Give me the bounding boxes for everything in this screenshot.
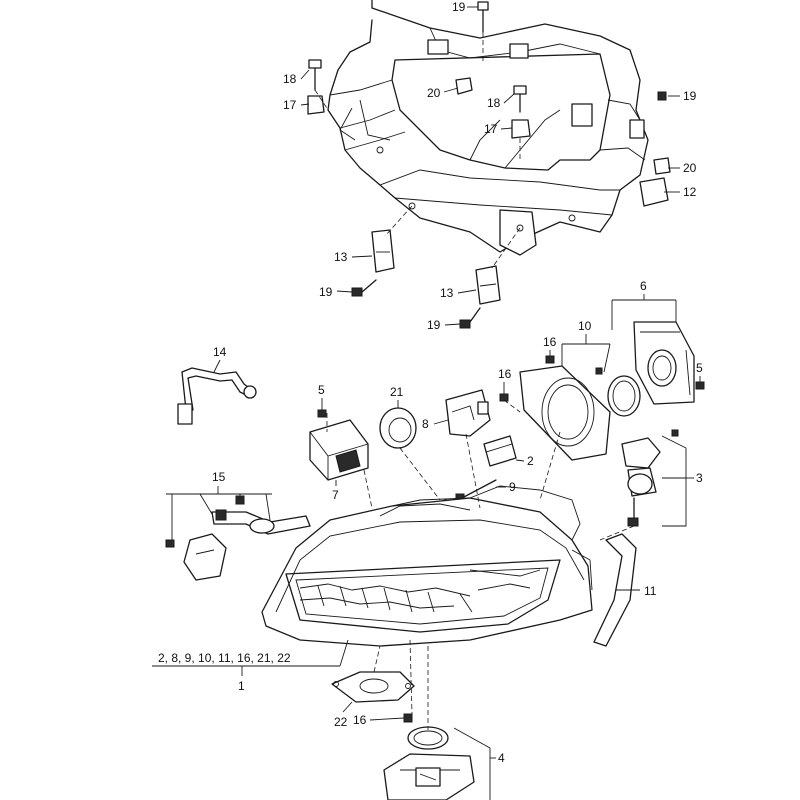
screw-16-a [499,393,509,402]
gasket-22 [331,671,415,703]
adjuster-3 [621,429,679,527]
callout-4: 4 [498,751,505,765]
callout-19-a: 19 [319,285,333,299]
callout-3: 3 [696,471,703,485]
callout-14: 14 [213,345,227,359]
callout-22: 22 [334,715,348,729]
speed-nut-20-mid [455,77,473,95]
screw-5-left [317,409,327,418]
bracket-13-a [371,229,395,273]
callout-19-right: 19 [683,89,697,103]
callout-17-left: 17 [283,98,297,112]
mounting-bracket-15 [165,495,311,581]
wiring-harness-14 [177,367,257,425]
screw-16-b [545,355,555,364]
module-2 [483,435,517,467]
screw-18-mid [513,85,527,113]
callout-group-1: 2, 8, 9, 10, 11, 16, 21, 22 [158,651,291,665]
callout-1: 1 [238,679,245,693]
bracket-13-b [475,265,501,305]
projector-frame-10 [519,365,611,461]
screw-19-b [459,307,481,329]
callout-8: 8 [422,417,429,431]
callout-5-right: 5 [696,361,703,375]
ignition-module-4 [383,726,475,800]
clip-12 [639,177,669,207]
screw-16-c [403,713,413,723]
grommet-17-mid [511,119,531,139]
callout-19-b: 19 [427,318,441,332]
callout-10: 10 [578,319,592,333]
leader-lines [152,6,701,800]
callout-17-mid: 17 [484,122,498,136]
callout-12: 12 [683,185,697,199]
callout-20-right: 20 [683,161,697,175]
callout-5-left: 5 [318,383,325,397]
callout-16-b: 16 [498,367,512,381]
speed-nut-20-right [653,157,671,175]
callout-6: 6 [640,279,647,293]
callout-13-b: 13 [440,286,454,300]
screw-5-right [695,381,705,390]
callout-11: 11 [644,584,657,598]
callout-20-mid: 20 [427,86,441,100]
headlamp-housing [261,485,593,647]
adapter-8 [445,389,491,437]
callout-19-top: 19 [452,0,466,14]
screw-19-right [657,91,667,101]
callout-21: 21 [390,385,404,399]
callout-18-left: 18 [283,72,297,86]
cap-21 [379,407,417,449]
led-module-6 [633,321,695,405]
callout-18-mid: 18 [487,96,501,110]
ring-10 [595,367,641,417]
callout-2: 2 [527,454,534,468]
callout-16-c: 16 [353,713,367,727]
carrier-bracket [327,0,649,256]
callout-13-a: 13 [334,250,348,264]
side-trim-11 [593,533,637,647]
screw-19-a [351,279,377,297]
control-unit-7 [309,419,369,481]
screw-18-left [308,59,322,91]
callout-9: 9 [509,480,516,494]
callout-16-a: 16 [543,335,557,349]
screw-19-top [477,1,489,33]
callout-15: 15 [212,470,226,484]
grommet-17-left [307,95,325,115]
callout-7: 7 [332,488,339,502]
